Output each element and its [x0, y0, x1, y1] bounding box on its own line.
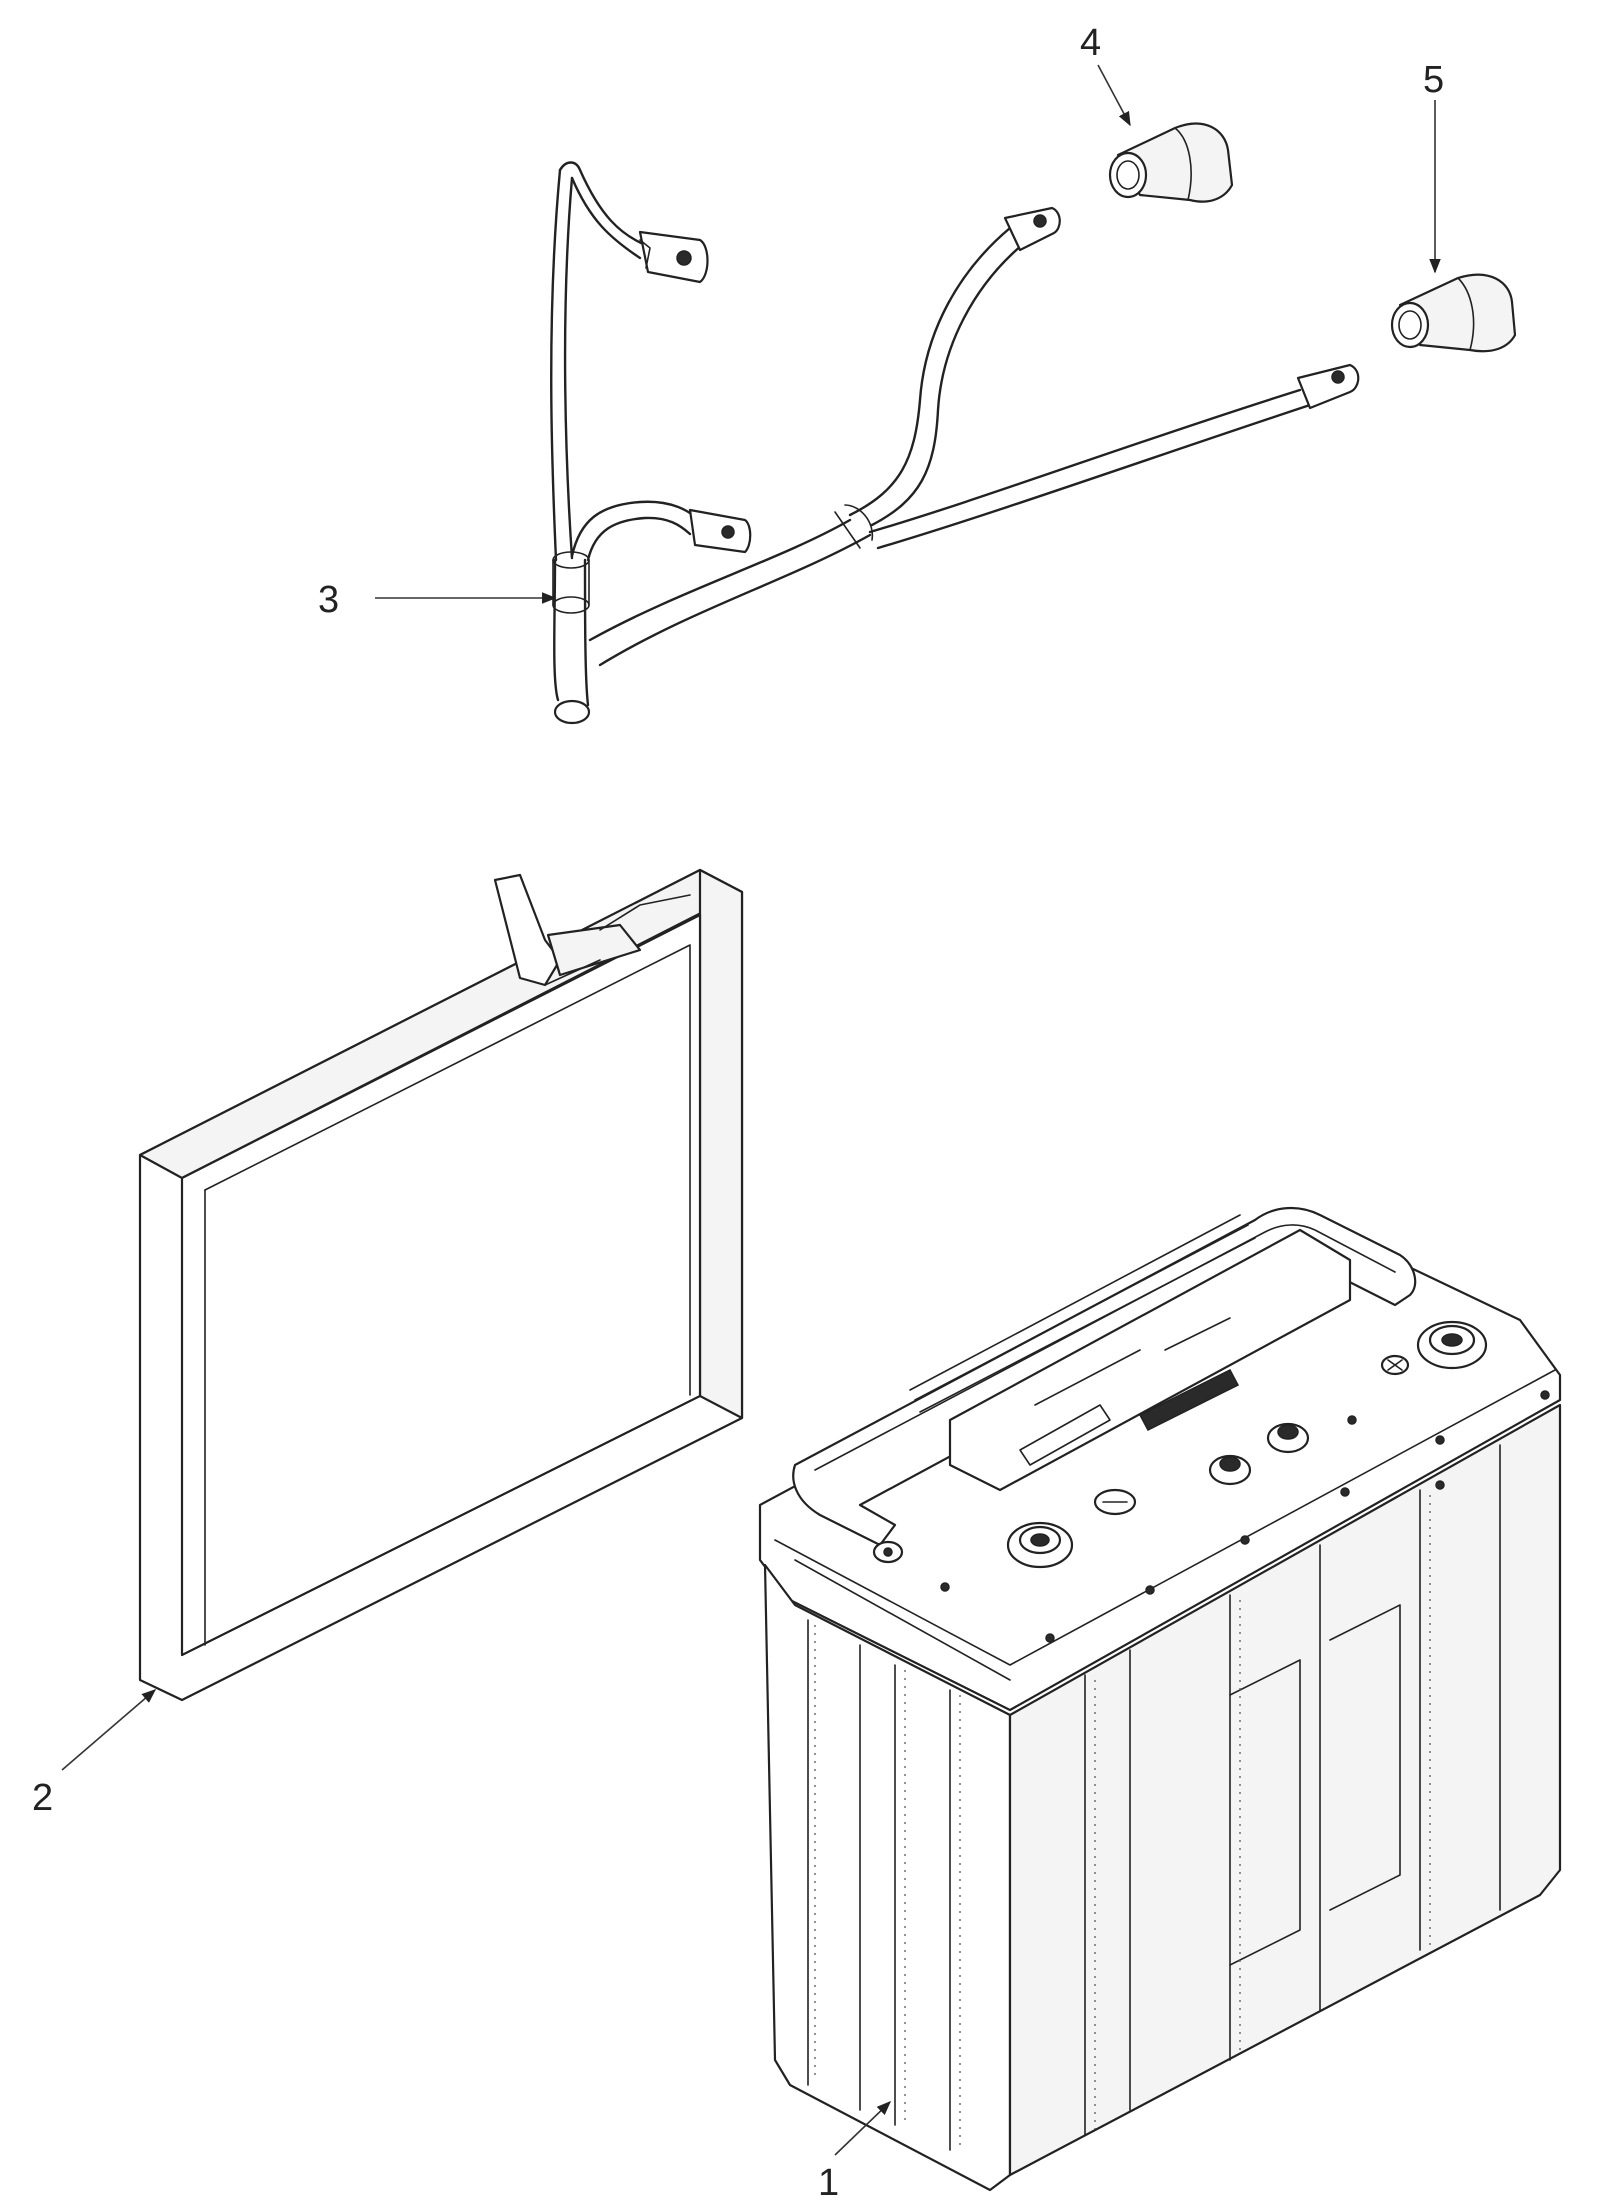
lid-rivets: [940, 1390, 1550, 1643]
battery-terminal-right: [1416, 1320, 1488, 1370]
battery-screw-b: [1380, 1354, 1410, 1376]
callout-1: 1: [818, 2162, 839, 2200]
callout-leaders: [61, 64, 1441, 2156]
callout-2: 2: [32, 1777, 53, 1819]
cable-harness: [550, 161, 1360, 725]
battery-terminal-left: [1006, 1521, 1074, 1569]
callout-5: 5: [1423, 59, 1444, 101]
callout-3: 3: [318, 579, 339, 621]
battery-frame: [138, 868, 744, 1702]
battery: [758, 1206, 1562, 2192]
battery-connector-a: [1208, 1454, 1252, 1486]
handle-grip: [909, 1214, 1256, 1413]
terminal-boot-5: [1390, 273, 1517, 353]
battery-connector-b: [1266, 1422, 1310, 1454]
battery-vent-plug: [1093, 1488, 1137, 1516]
battery-screw-a: [872, 1540, 904, 1564]
terminal-boot-4: [1108, 122, 1234, 203]
callout-4: 4: [1080, 22, 1101, 64]
brand-logo: [1034, 1317, 1240, 1431]
